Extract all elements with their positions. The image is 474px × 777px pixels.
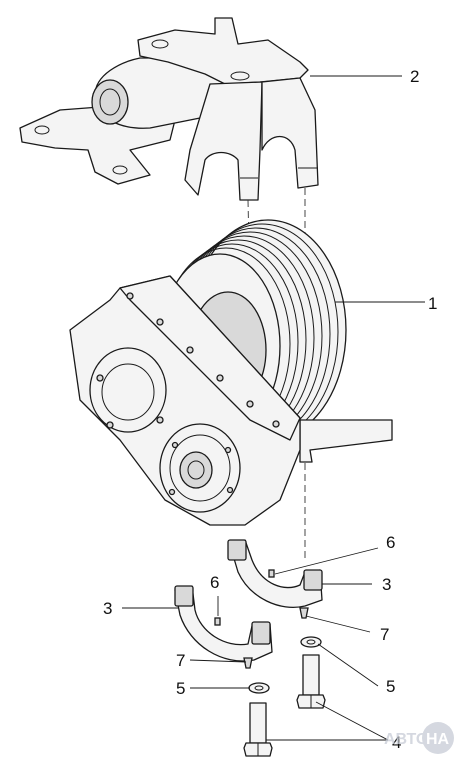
pulley-assembly-part — [69, 219, 393, 526]
callout-2: 2 — [410, 67, 419, 86]
watermark-badge-icon — [422, 722, 454, 754]
callout-5-left: 5 — [176, 679, 185, 698]
watermark-prefix: АВТО — [384, 731, 428, 748]
callout-1: 1 — [428, 294, 437, 313]
callout-7-left: 7 — [176, 651, 185, 670]
callout-5-right: 5 — [386, 677, 395, 696]
callout-7-right: 7 — [380, 625, 389, 644]
bracket-part — [19, 17, 319, 201]
watermark-badge: НА — [426, 731, 450, 748]
callout-6-right: 6 — [386, 533, 395, 552]
callout-3-right: 3 — [382, 575, 391, 594]
washer-left — [248, 682, 270, 694]
callout-4: 4 — [392, 733, 401, 752]
grease-fitting-right — [299, 607, 309, 619]
callout-3-left: 3 — [103, 599, 112, 618]
grease-fitting-left — [243, 657, 253, 669]
watermark-logo: АВТО НА — [384, 722, 454, 754]
callout-6-left: 6 — [210, 573, 219, 592]
washer-right — [300, 636, 322, 648]
clamp-left-part — [174, 585, 273, 662]
clamp-right-part — [227, 539, 323, 608]
leader-lines — [122, 75, 425, 741]
bolt-right — [296, 654, 326, 709]
bolt-left — [243, 702, 273, 757]
